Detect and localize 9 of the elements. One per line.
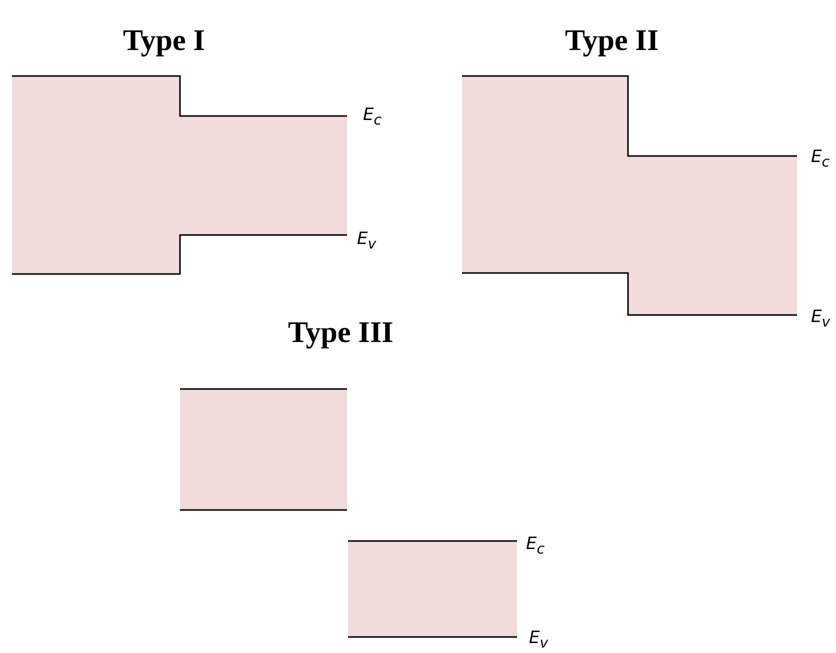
- band-edge-label: E$_{v}$: [357, 228, 376, 254]
- band-edge-label: E$_{c}$: [363, 104, 382, 130]
- band-edge-label: E$_{c}$: [811, 146, 830, 172]
- panel-title: Type II: [565, 24, 659, 58]
- band-edge-label: E$_{c}$: [526, 533, 545, 560]
- panel-title: Type I: [123, 24, 205, 58]
- panel-title: Type III: [288, 316, 394, 350]
- band-edge-label: E$_{v}$: [529, 627, 548, 653]
- band-edge-label: E$_{v}$: [811, 306, 830, 332]
